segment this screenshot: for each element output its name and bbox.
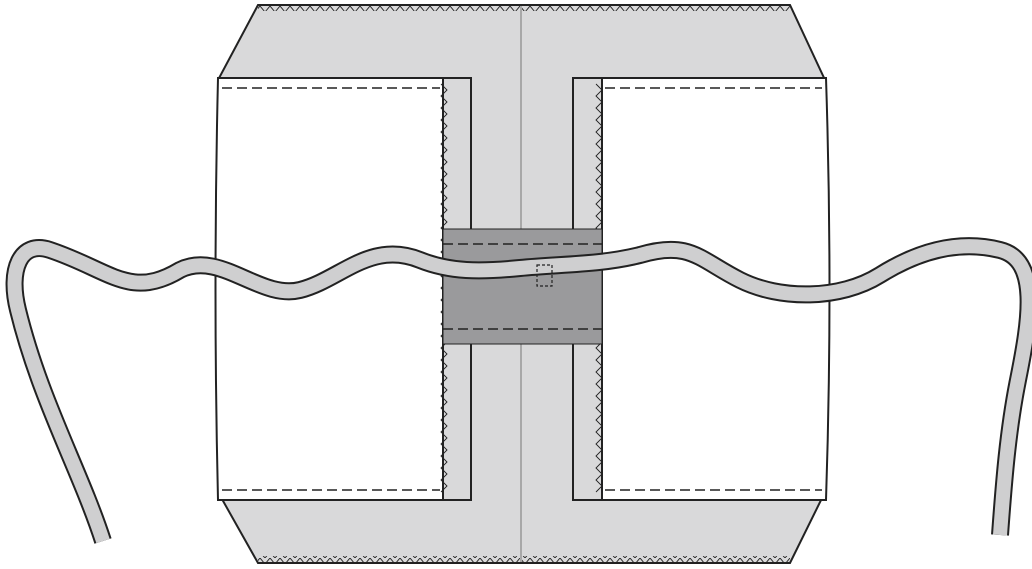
zz-left-line [440,83,448,493]
drawstring-casing [442,228,603,345]
zigzag-stitch-top [258,5,790,11]
zigzag-stitch-left [440,83,448,493]
cord-join-stitch [536,264,553,287]
drawstring-cord [7,239,1032,544]
zigzag-stitch-bottom [258,556,790,562]
pocket-left [214,77,444,501]
